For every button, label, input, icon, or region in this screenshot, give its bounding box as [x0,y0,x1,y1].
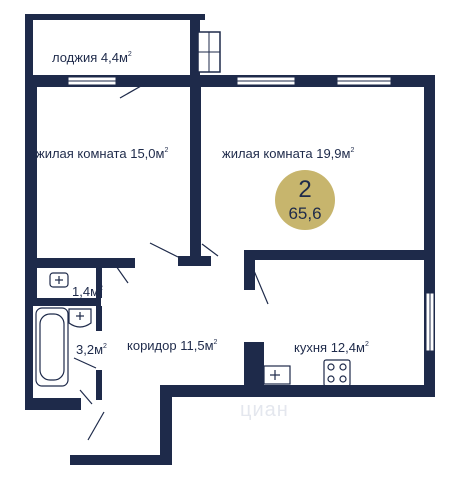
fixtures [35,272,351,387]
watermark: циан [240,399,289,421]
badge-total-area: 65,6 [288,204,321,223]
badge-room-count: 2 [298,176,311,203]
windows [67,31,435,352]
apartment-badge: 2 65,6 [275,170,335,230]
bathtub-icon [39,313,65,381]
kitchen-label: кухня 12,4м2 [294,340,369,355]
stove-icon [323,359,351,387]
kitchen-sink-icon [263,365,291,385]
doors [73,81,269,441]
walls [25,14,435,465]
living-room-2-label: жилая комната 19,9м2 [222,146,354,161]
toilet-icon [49,272,69,288]
loggia-label: лоджия 4,4м2 [52,50,132,65]
corridor-label: коридор 11,5м2 [127,338,218,353]
bathroom-label: 3,2м2 [76,342,107,357]
wc-label: 1,4м2 [72,284,103,299]
living-room-1-label: жилая комната 15,0м2 [36,146,168,161]
sink-icon [68,308,92,328]
